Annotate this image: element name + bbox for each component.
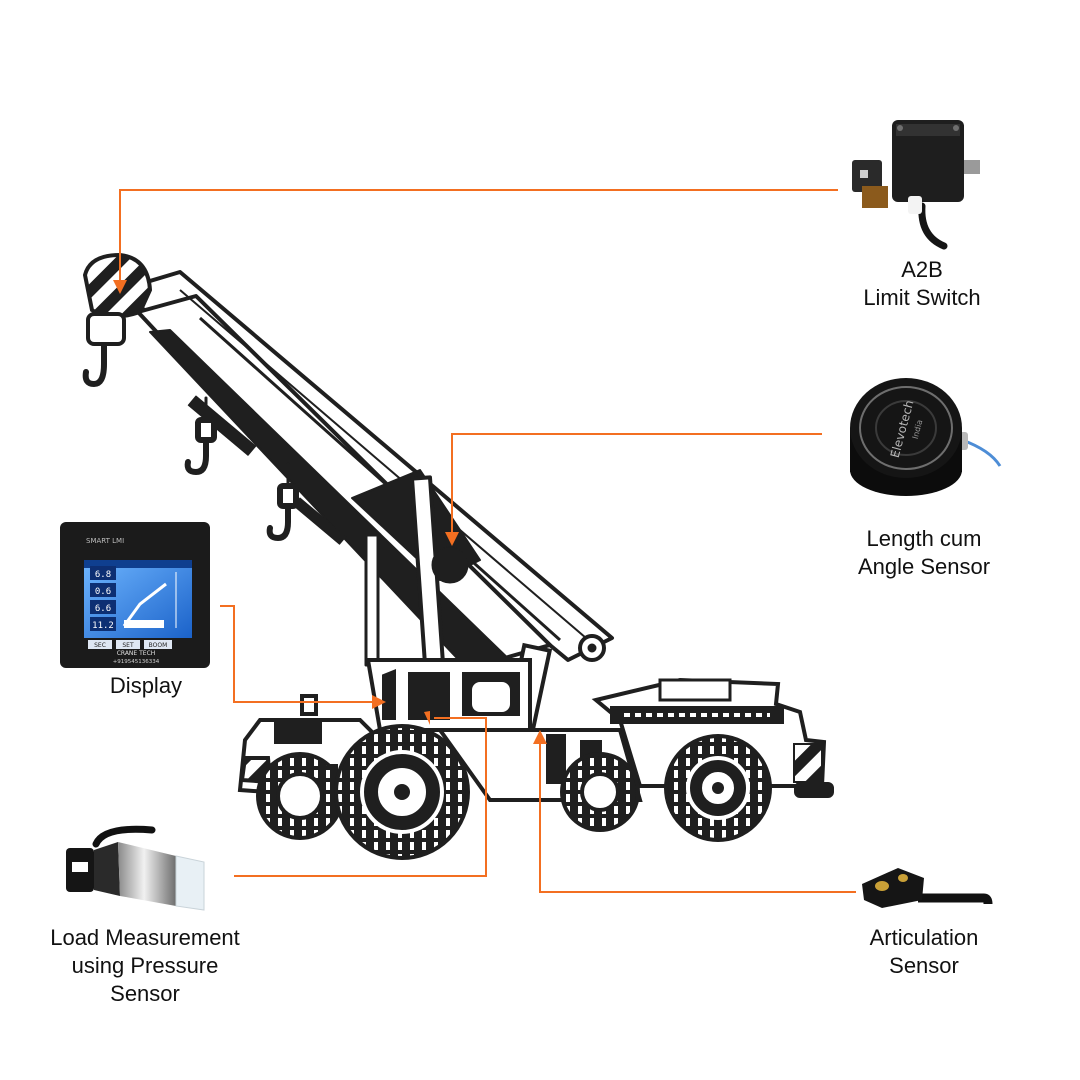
crane-illustration	[82, 252, 834, 860]
label-line: Load Measurement	[50, 925, 240, 950]
wheel	[560, 752, 640, 832]
connector-display	[220, 605, 372, 703]
callout-arrowheads	[113, 280, 547, 744]
display-softkey: SET	[122, 642, 134, 649]
arrowhead-icon	[445, 532, 459, 546]
label-line: Display	[109, 673, 183, 698]
crane-boom	[118, 270, 614, 721]
wheel	[256, 752, 344, 840]
hook-icon	[82, 343, 107, 388]
display-footer-name: CRANE TECH	[117, 650, 156, 657]
display-label: Display	[76, 672, 216, 700]
a2b-limit-switch-label: A2B Limit Switch	[822, 256, 1022, 312]
display-readout: 11.2	[92, 621, 114, 631]
display-readout: 0.6	[95, 587, 111, 597]
label-line: A2B	[901, 257, 943, 282]
articulation-sensor-image	[862, 868, 993, 908]
label-line: Length cum	[866, 526, 982, 551]
label-line: Limit Switch	[863, 285, 981, 310]
display-footer-phone: +919545136334	[113, 659, 160, 665]
display-softkey: BOOM	[149, 642, 168, 649]
length-angle-sensor-image: Elevotech India	[850, 378, 1002, 496]
arrowhead-icon	[424, 711, 430, 725]
connector-length-angle	[451, 433, 822, 536]
load-measurement-label: Load Measurement using Pressure Sensor	[20, 924, 270, 1008]
rear-chassis	[591, 677, 834, 798]
articulation-sensor-label: Articulation Sensor	[834, 924, 1014, 980]
connector-load	[234, 717, 487, 877]
length-angle-sensor-label: Length cum Angle Sensor	[812, 525, 1036, 581]
arrowhead-icon	[372, 695, 386, 709]
label-line: Sensor	[889, 953, 959, 978]
display-readout: 6.6	[95, 604, 111, 614]
connector-articulation	[539, 740, 856, 893]
wheel	[664, 734, 772, 842]
wheel	[334, 724, 470, 860]
label-line: using Pressure	[71, 953, 219, 978]
display-readout: 6.8	[95, 570, 111, 580]
label-line: Sensor	[110, 981, 180, 1006]
connector-a2b	[119, 189, 838, 282]
display-softkey: SEC	[94, 642, 106, 649]
label-line: Angle Sensor	[857, 554, 991, 579]
callout-connectors	[119, 189, 856, 893]
label-line: Articulation	[869, 925, 979, 950]
arrowhead-icon	[113, 280, 127, 294]
boom-head	[82, 252, 153, 346]
hook-icon	[266, 462, 299, 542]
display-brand: SMART LMI	[86, 537, 124, 545]
a2b-limit-switch-image	[852, 120, 980, 250]
pressure-sensor-image	[66, 825, 205, 911]
arrowhead-icon	[533, 730, 547, 744]
hook-icon	[184, 396, 217, 476]
lmi-display-image: SMART LMI 6.8 0.6 6.6 11.2 SEC SET BOOM …	[60, 522, 210, 668]
